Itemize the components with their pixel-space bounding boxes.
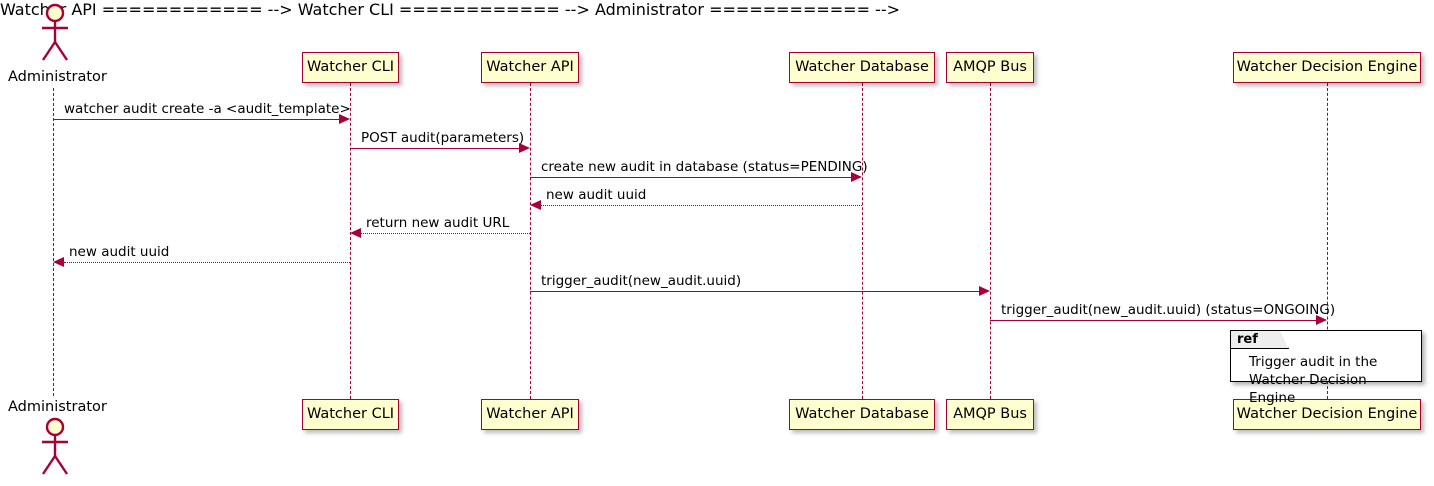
- participant-watcher-api-top[interactable]: Watcher API: [481, 52, 579, 83]
- actor-figure-icon: [42, 3, 68, 61]
- message-arrowhead-4: [530, 200, 541, 210]
- message-line-5: [361, 233, 530, 234]
- participant-watcher-decision-engine-bottom[interactable]: Watcher Decision Engine: [1233, 399, 1421, 430]
- message-arrowhead-6: [53, 257, 64, 267]
- participant-label: Watcher CLI: [306, 406, 395, 423]
- message-line-1: [53, 119, 339, 120]
- lifeline-administrator: [53, 88, 54, 396]
- ref-fragment-body: Trigger audit in the Watcher Decision En…: [1231, 350, 1421, 408]
- ref-fragment-line-2: Watcher Decision Engine: [1249, 372, 1367, 407]
- participant-label: Watcher Database: [795, 406, 929, 423]
- participant-label: Watcher Decision Engine: [1236, 59, 1418, 76]
- lifeline-watcher-decision-engine: [1327, 83, 1328, 399]
- message-arrowhead-2: [519, 143, 530, 153]
- message-line-8: [990, 320, 1316, 321]
- participant-amqp-bus-top[interactable]: AMQP Bus: [946, 52, 1034, 83]
- message-line-3: [530, 177, 851, 178]
- participant-label: AMQP Bus: [953, 59, 1027, 76]
- participant-watcher-database-bottom[interactable]: Watcher Database: [789, 399, 935, 430]
- participant-label: Watcher Decision Engine: [1236, 406, 1418, 423]
- message-label-8: trigger_audit(new_audit.uuid) (status=ON…: [1001, 302, 1336, 318]
- participant-label: Watcher API: [486, 59, 574, 76]
- actor-figure-icon: [42, 417, 68, 475]
- participant-watcher-cli-bottom[interactable]: Watcher CLI: [302, 399, 399, 430]
- message-label-5: return new audit URL: [366, 215, 510, 231]
- message-line-2: [350, 148, 519, 149]
- message-label-6: new audit uuid: [69, 244, 170, 260]
- participant-amqp-bus-bottom[interactable]: AMQP Bus: [946, 399, 1034, 430]
- participant-watcher-database-top[interactable]: Watcher Database: [789, 52, 935, 83]
- participant-watcher-decision-engine-top[interactable]: Watcher Decision Engine: [1233, 52, 1421, 83]
- participant-label: Watcher Database: [795, 59, 929, 76]
- ref-fragment-line-1: Trigger audit in the: [1249, 354, 1378, 370]
- message-line-4: [541, 205, 862, 206]
- participant-watcher-api-bottom[interactable]: Watcher API: [481, 399, 579, 430]
- message-label-4: new audit uuid: [546, 187, 647, 203]
- actor-label-top: Administrator: [8, 69, 107, 85]
- lifeline-watcher-api: [530, 83, 531, 399]
- lifeline-watcher-database: [862, 83, 863, 399]
- ref-fragment-tab: ref: [1231, 331, 1289, 349]
- actor-label-bottom: Administrator: [8, 399, 107, 415]
- lifeline-amqp-bus: [990, 83, 991, 399]
- participant-label: AMQP Bus: [953, 406, 1027, 423]
- message-label-3: create new audit in database (status=PEN…: [541, 159, 868, 175]
- lifeline-watcher-cli: [350, 83, 351, 399]
- message-arrowhead-5: [350, 228, 361, 238]
- message-label-2: POST audit(parameters): [361, 130, 525, 146]
- participant-label: Watcher API: [486, 406, 574, 423]
- ref-fragment[interactable]: ref Trigger audit in the Watcher Decisio…: [1230, 330, 1422, 406]
- message-arrowhead-3: [851, 172, 862, 182]
- message-arrowhead-8: [1316, 315, 1327, 325]
- message-label-7: trigger_audit(new_audit.uuid): [541, 273, 742, 289]
- actor-administrator-bottom: [32, 416, 76, 478]
- participant-label: Watcher CLI: [306, 59, 395, 76]
- ref-fragment-keyword: ref: [1237, 332, 1258, 347]
- participant-watcher-cli-top[interactable]: Watcher CLI: [302, 52, 399, 83]
- message-arrowhead-7: [979, 286, 990, 296]
- message-arrowhead-1: [339, 114, 350, 124]
- actor-administrator-top: [32, 2, 76, 64]
- message-line-7: [530, 291, 979, 292]
- message-label-1: watcher audit create -a <audit_template>: [64, 101, 351, 117]
- message-line-6: [64, 262, 350, 263]
